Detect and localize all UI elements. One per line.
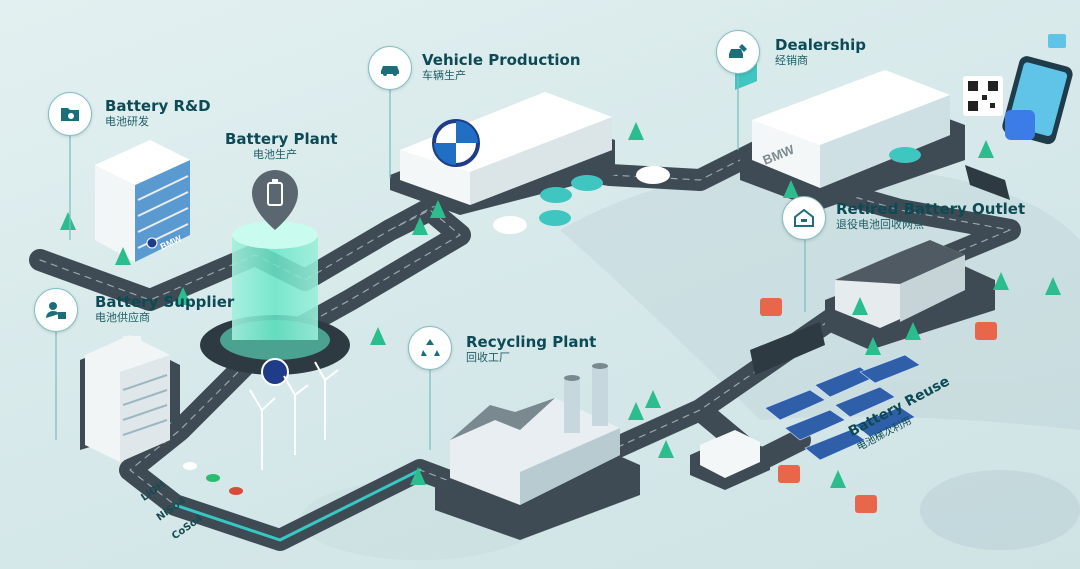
label-dealership-zh: 经销商 xyxy=(775,54,808,67)
recycling-plant-building xyxy=(435,363,640,540)
wrench-car-icon xyxy=(716,30,760,74)
solar-panels xyxy=(764,354,921,461)
storage-unit xyxy=(690,430,770,490)
label-dealership: Dealership 经销商 xyxy=(775,36,866,68)
label-dealership-en: Dealership xyxy=(775,36,866,54)
person-box-icon xyxy=(34,288,78,332)
label-recycling-plant-en: Recycling Plant xyxy=(466,333,597,351)
vehicle-production-building xyxy=(390,92,615,215)
battery-supplier-building xyxy=(80,335,180,462)
battery-plant-tower xyxy=(200,221,350,386)
label-retired-outlet: Retired Battery Outlet 退役电池回收网点 xyxy=(836,200,1025,232)
label-battery-rd-en: Battery R&D xyxy=(105,97,211,115)
label-battery-plant: Battery Plant 电池生产 xyxy=(225,130,338,162)
car-icon xyxy=(368,46,412,90)
label-vehicle-production-zh: 车辆生产 xyxy=(422,69,466,82)
label-battery-plant-en: Battery Plant xyxy=(225,130,338,148)
material-dots xyxy=(183,462,243,495)
label-battery-rd-zh: 电池研发 xyxy=(105,115,149,128)
trees xyxy=(60,122,1061,488)
label-vehicle-production: Vehicle Production 车辆生产 xyxy=(422,51,581,83)
label-battery-supplier-en: Battery Supplier xyxy=(95,293,235,311)
battery-pin-marker xyxy=(252,170,298,230)
dealership-building: BMW xyxy=(740,70,965,210)
house-icon xyxy=(782,196,826,240)
label-recycling-plant-zh: 回收工厂 xyxy=(466,351,510,364)
label-battery-plant-zh: 电池生产 xyxy=(253,148,297,161)
forklifts xyxy=(760,298,997,513)
parked-cars xyxy=(493,166,670,234)
retired-outlet-warehouse xyxy=(825,240,995,350)
label-battery-supplier: Battery Supplier 电池供应商 xyxy=(95,293,234,325)
leader-lines xyxy=(55,66,806,450)
qr-phone-illustration xyxy=(963,34,1073,145)
label-recycling-plant: Recycling Plant 回收工厂 xyxy=(466,333,596,365)
label-battery-supplier-zh: 电池供应商 xyxy=(95,311,150,324)
label-retired-outlet-en: Retired Battery Outlet xyxy=(836,200,1026,218)
label-battery-rd: Battery R&D 电池研发 xyxy=(105,97,211,129)
battery-rd-building: BMW xyxy=(95,140,190,262)
label-retired-outlet-zh: 退役电池回收网点 xyxy=(836,218,924,231)
battery-rd-icon xyxy=(48,92,92,136)
recycle-icon xyxy=(408,326,452,370)
label-vehicle-production-en: Vehicle Production xyxy=(422,51,581,69)
wind-turbines xyxy=(249,361,339,470)
